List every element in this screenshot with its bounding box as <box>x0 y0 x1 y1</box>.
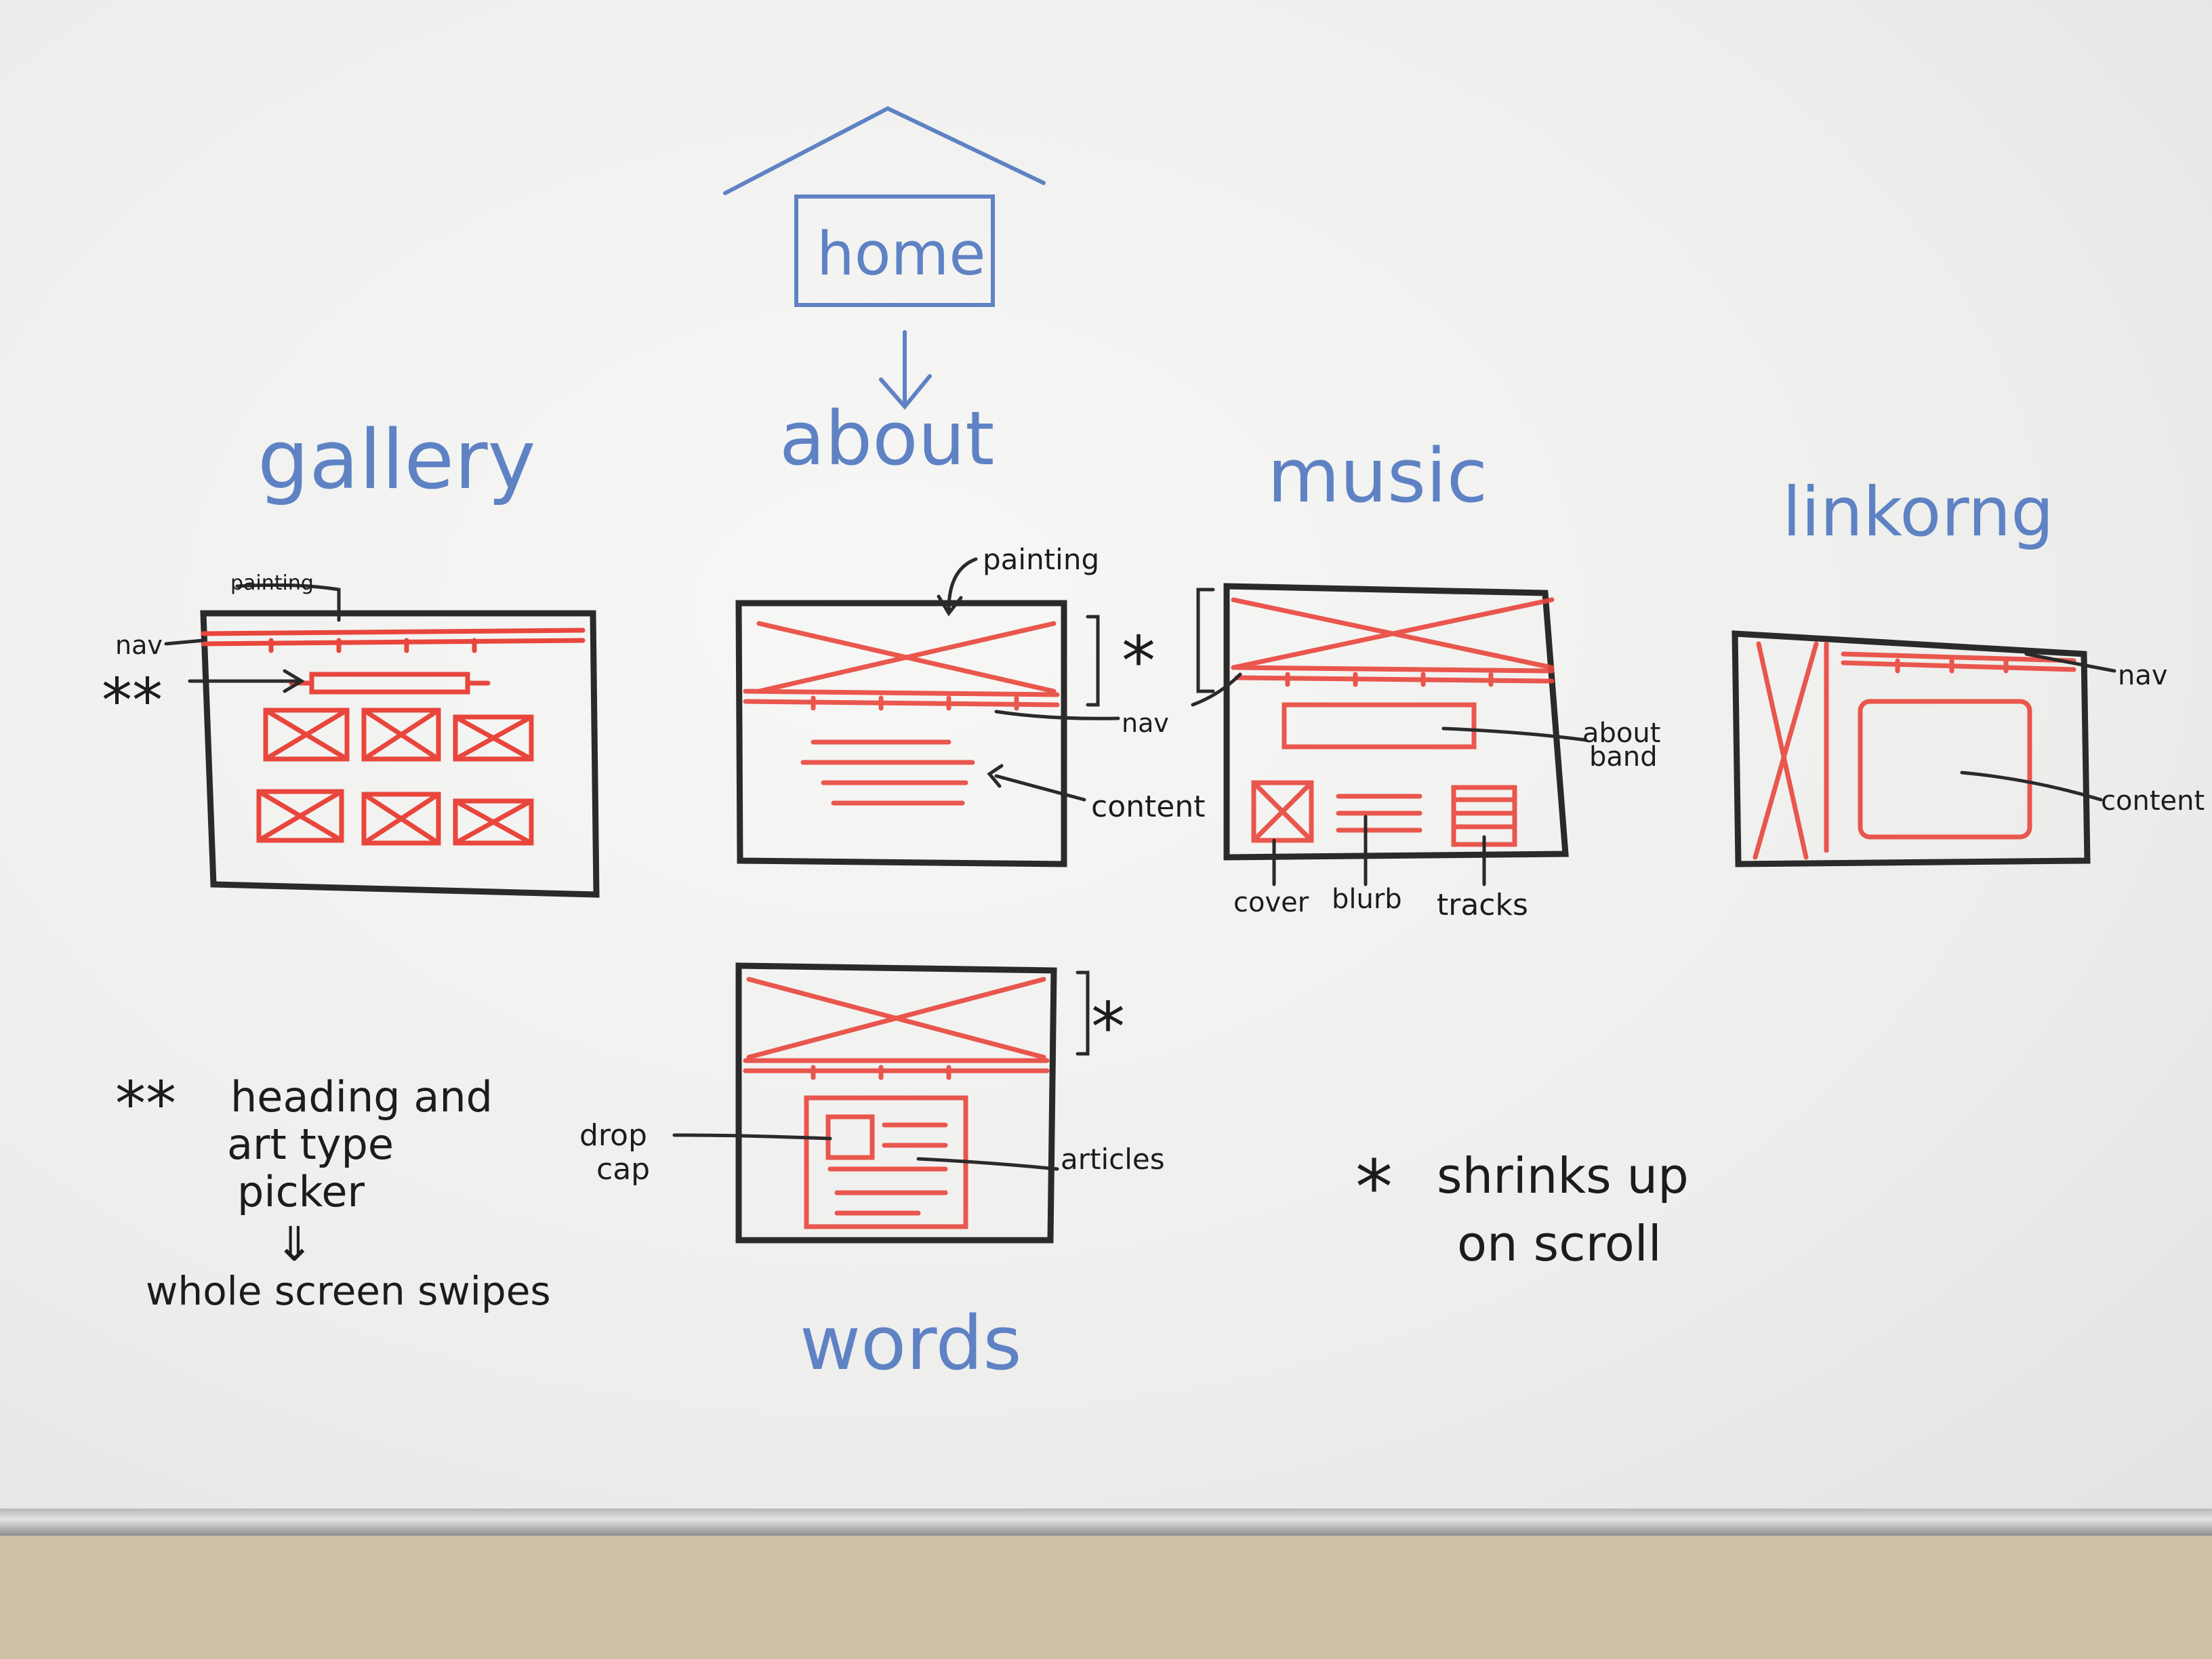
music-wireframe: about band cover blurb tracks <box>1191 583 1660 922</box>
linkorng-wireframe: nav content <box>1732 630 2205 867</box>
marker-tray <box>0 1509 2212 1536</box>
about-content-callout: content <box>1091 790 1205 824</box>
note-line-heading-and: heading and <box>230 1072 493 1122</box>
note-line-whole-screen-swipes: whole screen swipes <box>146 1268 551 1314</box>
note-line-on-scroll: on scroll <box>1457 1215 1662 1272</box>
down-arrow <box>879 330 932 410</box>
linkorng-nav-callout: nav <box>2118 660 2168 691</box>
gallery-label: gallery <box>258 413 536 508</box>
about-painting-callout: painting <box>983 543 1099 576</box>
home-box <box>794 194 995 307</box>
gallery-nav-callout: nav <box>115 630 163 660</box>
double-star-note: ** heading and art type picker ⇓ whole s… <box>115 1069 551 1314</box>
music-blurb-callout: blurb <box>1332 884 1402 915</box>
words-label: words <box>800 1300 1022 1387</box>
about-nav-callout: nav <box>1122 708 1169 738</box>
music-label: music <box>1267 432 1488 519</box>
about-label: about <box>779 395 994 482</box>
gallery-double-star: ** <box>102 665 163 737</box>
home-label: home <box>817 219 985 289</box>
words-star: * <box>1091 987 1125 1067</box>
music-cover-callout: cover <box>1233 887 1309 918</box>
gallery-painting-callout: painting <box>230 571 314 595</box>
words-drop-cap-line1: drop <box>579 1118 647 1153</box>
note-line-shrinks-up: shrinks up <box>1437 1147 1689 1204</box>
note-star-symbol: * <box>1355 1144 1393 1231</box>
music-tracks-callout: tracks <box>1437 888 1528 922</box>
wall <box>0 1536 2212 1659</box>
music-about-band-line2: band <box>1589 741 1658 773</box>
whiteboard <box>0 0 2212 1525</box>
linkorng-label: linkorng <box>1782 472 2054 552</box>
about-star: * <box>1122 621 1155 701</box>
single-star-note: * shrinks up on scroll <box>1355 1144 1689 1272</box>
linkorng-content-callout: content <box>2101 785 2205 817</box>
about-wireframe: painting nav content * <box>735 543 1205 867</box>
words-articles-callout: articles <box>1061 1143 1165 1176</box>
music-about-band-line1: about <box>1582 718 1660 749</box>
words-drop-cap-line2: cap <box>596 1152 650 1187</box>
note-line-art-type: art type <box>227 1120 394 1169</box>
home-node <box>723 106 1046 307</box>
words-wireframe: drop cap articles * <box>579 962 1165 1244</box>
note-double-arrow: ⇓ <box>274 1216 314 1272</box>
note-line-picker: picker <box>237 1167 365 1216</box>
gallery-wireframe: painting nav ** <box>102 571 600 898</box>
note-double-star-symbol: ** <box>115 1069 176 1140</box>
